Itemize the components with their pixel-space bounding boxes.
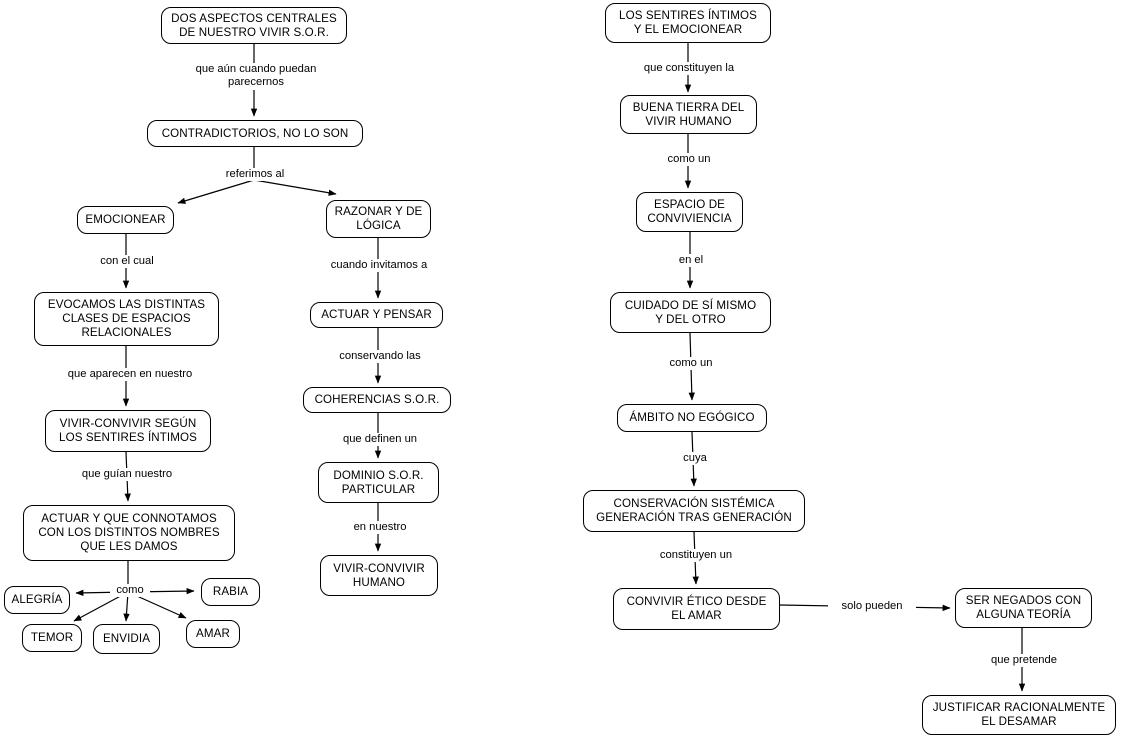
node-vivir-convivir-segun-sentires[interactable]: VIVIR-CONVIVIR SEGÚN LOS SENTIRES ÍNTIMO… — [45, 410, 211, 452]
edge-label-que-guian-nuestro: que guían nuestro — [67, 468, 187, 482]
node-contradictorios[interactable]: CONTRADICTORIOS, NO LO SON — [147, 120, 363, 147]
node-convivir-etico-desde-el-amar[interactable]: CONVIVIR ÉTICO DESDE EL AMAR — [613, 588, 780, 630]
node-envidia[interactable]: ENVIDIA — [93, 624, 160, 654]
edge-branch-to-razonar — [253, 179, 337, 196]
edge-label-constituyen-un: constituyen un — [643, 549, 749, 563]
node-espacio-de-convivencia[interactable]: ESPACIO DE CONVIVIENCIA — [636, 192, 743, 232]
node-actuar-y-pensar[interactable]: ACTUAR Y PENSAR — [310, 302, 443, 328]
edge-label-referimos-al: referimos al — [208, 168, 302, 182]
edge-label-en-nuestro: en nuestro — [340, 521, 420, 535]
edge-label-que-aun-cuando-puedan-parecernos: que aún cuando puedan parecernos — [179, 63, 333, 90]
edge-label-como-un-buena-tierra: como un — [656, 153, 722, 167]
node-emocionear[interactable]: EMOCIONEAR — [77, 206, 174, 234]
node-dos-aspectos-centrales[interactable]: DOS ASPECTOS CENTRALES DE NUESTRO VIVIR … — [161, 7, 347, 44]
node-evocamos-espacios-relacionales[interactable]: EVOCAMOS LAS DISTINTAS CLASES DE ESPACIO… — [34, 292, 219, 346]
edge-label-cuando-invitamos-a: cuando invitamos a — [313, 259, 445, 273]
node-buena-tierra-vivir-humano[interactable]: BUENA TIERRA DEL VIVIR HUMANO — [620, 95, 757, 134]
node-temor[interactable]: TEMOR — [22, 624, 82, 652]
edge-label-conservando-las: conservando las — [323, 350, 437, 364]
node-justificar-racionalmente-el-desamar[interactable]: JUSTIFICAR RACIONALMENTE EL DESAMAR — [922, 695, 1116, 735]
node-alegria[interactable]: ALEGRÍA — [4, 586, 70, 614]
node-dominio-sor-particular[interactable]: DOMINIO S.O.R. PARTICULAR — [318, 462, 439, 503]
edge-label-con-el-cual: con el cual — [80, 255, 174, 269]
edge-label-que-constituyen-la: que constituyen la — [628, 62, 750, 76]
node-cuidado-de-si-mismo[interactable]: CUIDADO DE SÍ MISMO Y DEL OTRO — [610, 292, 771, 333]
node-ambito-no-egogico[interactable]: ÁMBITO NO EGÓGICO — [617, 404, 767, 432]
edge-label-en-el: en el — [668, 254, 714, 268]
edge-label-cuya: cuya — [674, 452, 716, 466]
edge-label-solo-pueden: solo pueden — [828, 600, 916, 614]
node-conservacion-sistemica[interactable]: CONSERVACIÓN SISTÉMICA GENERACIÓN TRAS G… — [583, 490, 805, 532]
edge-label-como-un-cuidado: como un — [658, 357, 724, 371]
node-coherencias-sor[interactable]: COHERENCIAS S.O.R. — [303, 387, 451, 413]
node-actuar-y-que-connotamos[interactable]: ACTUAR Y QUE CONNOTAMOS CON LOS DISTINTO… — [23, 505, 235, 561]
edge-label-que-pretende: que pretende — [977, 654, 1071, 668]
edge-branch-to-emocionear — [177, 179, 255, 204]
edge-label-que-aparecen-en-nuestro: que aparecen en nuestro — [50, 368, 210, 382]
node-ser-negados-con-alguna-teoria[interactable]: SER NEGADOS CON ALGUNA TEORÍA — [955, 588, 1092, 628]
edge-label-que-definen-un: que definen un — [327, 433, 433, 447]
node-amar[interactable]: AMAR — [186, 620, 240, 648]
node-rabia[interactable]: RABIA — [201, 578, 260, 606]
node-los-sentires-intimos[interactable]: LOS SENTIRES ÍNTIMOS Y EL EMOCIONEAR — [605, 3, 771, 43]
node-razonar-y-de-logica[interactable]: RAZONAR Y DE LÓGICA — [326, 200, 431, 238]
edge-label-como: como — [110, 584, 150, 598]
node-vivir-convivir-humano[interactable]: VIVIR-CONVIVIR HUMANO — [320, 555, 438, 596]
